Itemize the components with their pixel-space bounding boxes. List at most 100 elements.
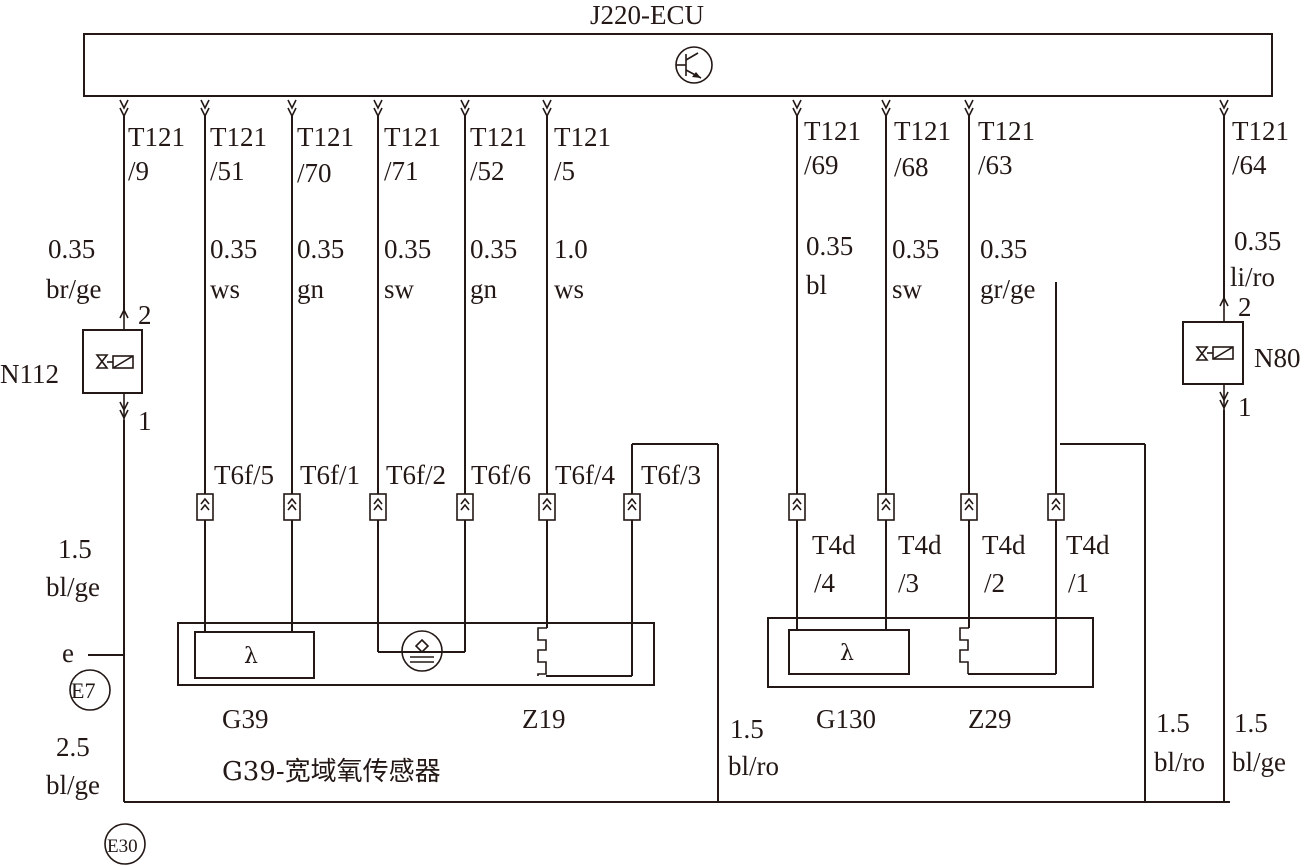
- g39-lambda-element: [194, 631, 315, 679]
- n112-box: [82, 329, 143, 394]
- solenoid-valve-icon: [1195, 346, 1234, 361]
- wire-color-70: gn: [297, 274, 325, 304]
- t4d-label-2-b: /2: [984, 568, 1005, 598]
- t6f-connectors: [196, 493, 641, 521]
- g39-sensor: λ: [177, 622, 655, 686]
- ground-e7: E7: [69, 669, 111, 711]
- t4d-label-2-a: T4d: [982, 530, 1026, 560]
- valve-n112: 2 N112 1: [0, 300, 152, 436]
- wires: [88, 116, 1230, 803]
- pin-label-70-b: /70: [297, 158, 332, 188]
- n112-pin-bottom: 1: [138, 406, 152, 436]
- wire-color-5: ws: [554, 274, 584, 304]
- wire-size-left-upper: 1.5: [58, 534, 92, 564]
- pin-label-70-a: T121: [297, 122, 354, 152]
- wire-size-5: 1.0: [554, 234, 588, 264]
- g39-label: G39: [222, 704, 269, 734]
- ecu-transistor-icon: [675, 46, 713, 84]
- wire-color-left-lower: bl/ge: [46, 770, 100, 800]
- pin-label-51-a: T121: [210, 122, 267, 152]
- wire-size-52: 0.35: [470, 234, 517, 264]
- valve-n80: 2 N80 1: [1182, 292, 1301, 422]
- solenoid-valve-icon: [95, 354, 134, 369]
- g130-lambda-element: [788, 629, 910, 675]
- pin-label-9-a: T121: [128, 122, 185, 152]
- pin-label-63-a: T121: [978, 116, 1035, 146]
- wire-size-69: 0.35: [806, 231, 853, 261]
- heater-icon: [959, 627, 969, 674]
- wire-color-63: gr/ge: [980, 274, 1035, 304]
- ground-e30: E30: [104, 823, 146, 865]
- t6f-labels: T6f/5 T6f/1 T6f/2 T6f/6 T6f/4 T6f/3: [214, 460, 701, 490]
- pin-label-64-b: /64: [1232, 150, 1267, 180]
- g39-outer-box: [177, 622, 655, 686]
- ground-e30-label: E30: [107, 836, 138, 857]
- g130-label: G130: [816, 704, 876, 734]
- pin-label-71-a: T121: [384, 122, 441, 152]
- pin-label-71-b: /71: [384, 156, 419, 186]
- ecu-title: J220-ECU: [590, 0, 704, 30]
- diagram-caption: G39-宽域氧传感器: [222, 757, 441, 787]
- wire-color-right-a: bl/ro: [1154, 747, 1205, 777]
- wire-color-51: ws: [210, 274, 240, 304]
- wire-color-71: sw: [384, 274, 415, 304]
- wire-size-71: 0.35: [384, 234, 431, 264]
- t6f-label-1: T6f/1: [300, 460, 360, 490]
- wire-size-left-lower: 2.5: [56, 732, 90, 762]
- t6f-label-5: T6f/5: [214, 460, 274, 490]
- n80-label: N80: [1254, 343, 1301, 373]
- wire-size-64: 0.35: [1234, 226, 1281, 256]
- wire-color-64: li/ro: [1230, 262, 1275, 292]
- t4d-label-3-a: T4d: [898, 530, 942, 560]
- lambda-symbol: λ: [840, 641, 854, 666]
- wire-size-63: 0.35: [980, 234, 1027, 264]
- n80-pin-top: 2: [1238, 292, 1252, 322]
- pin-label-63-b: /63: [978, 150, 1013, 180]
- g130-outer-box: [767, 617, 1094, 688]
- z19-label: Z19: [522, 704, 566, 734]
- t4d-label-3-b: /3: [898, 568, 919, 598]
- pump-cell-icon: [401, 630, 443, 672]
- lambda-symbol: λ: [244, 644, 258, 669]
- n112-pin-top: 2: [138, 300, 152, 330]
- ecu-pin-labels: T121 /9 T121 /51 T121 /70 T121 /71 T121 …: [128, 116, 1289, 188]
- pin-label-69-a: T121: [804, 116, 861, 146]
- wire-size-right-a: 1.5: [1156, 708, 1190, 738]
- wire-size-51: 0.35: [210, 234, 257, 264]
- wire-color-right-b: bl/ge: [1232, 747, 1286, 777]
- heater-icon: [537, 627, 547, 676]
- n80-box: [1182, 321, 1244, 385]
- g130-sensor: λ: [767, 617, 1094, 688]
- t4d-label-1-a: T4d: [1066, 530, 1110, 560]
- wire-color-left-upper: bl/ge: [46, 572, 100, 602]
- pin-label-52-a: T121: [470, 122, 527, 152]
- pin-label-69-b: /69: [804, 150, 839, 180]
- wire-color-9: br/ge: [46, 274, 101, 304]
- z29-label: Z29: [968, 704, 1012, 734]
- wire-color-52: gn: [470, 274, 498, 304]
- t4d-label-4-b: /4: [814, 568, 836, 598]
- pin-label-9-b: /9: [128, 156, 149, 186]
- wire-color-68: sw: [892, 274, 923, 304]
- n112-label: N112: [0, 359, 59, 389]
- ecu-pin-arrows: [119, 99, 1229, 118]
- wire-size-9: 0.35: [48, 234, 95, 264]
- wire-size-68: 0.35: [892, 234, 939, 264]
- ground-e7-label: E7: [71, 678, 95, 703]
- wire-size-mid: 1.5: [730, 714, 764, 744]
- t4d-label-1-b: /1: [1068, 568, 1089, 598]
- wire-color-69: bl: [806, 270, 827, 300]
- ecu-block: [83, 33, 1273, 97]
- pin-label-68-a: T121: [894, 116, 951, 146]
- pin-label-5-b: /5: [554, 156, 575, 186]
- t6f-label-6: T6f/6: [471, 460, 531, 490]
- pin-label-64-a: T121: [1232, 116, 1289, 146]
- pin-label-52-b: /52: [470, 156, 505, 186]
- ground-e-label: e: [62, 638, 74, 668]
- t4d-label-4-a: T4d: [812, 530, 856, 560]
- t4d-connectors: [788, 493, 1065, 521]
- pin-label-51-b: /51: [210, 156, 245, 186]
- wire-color-mid: bl/ro: [728, 751, 779, 781]
- wire-spec-labels: 0.35 br/ge 0.35 ws 0.35 gn 0.35 sw 0.35 …: [46, 226, 1281, 304]
